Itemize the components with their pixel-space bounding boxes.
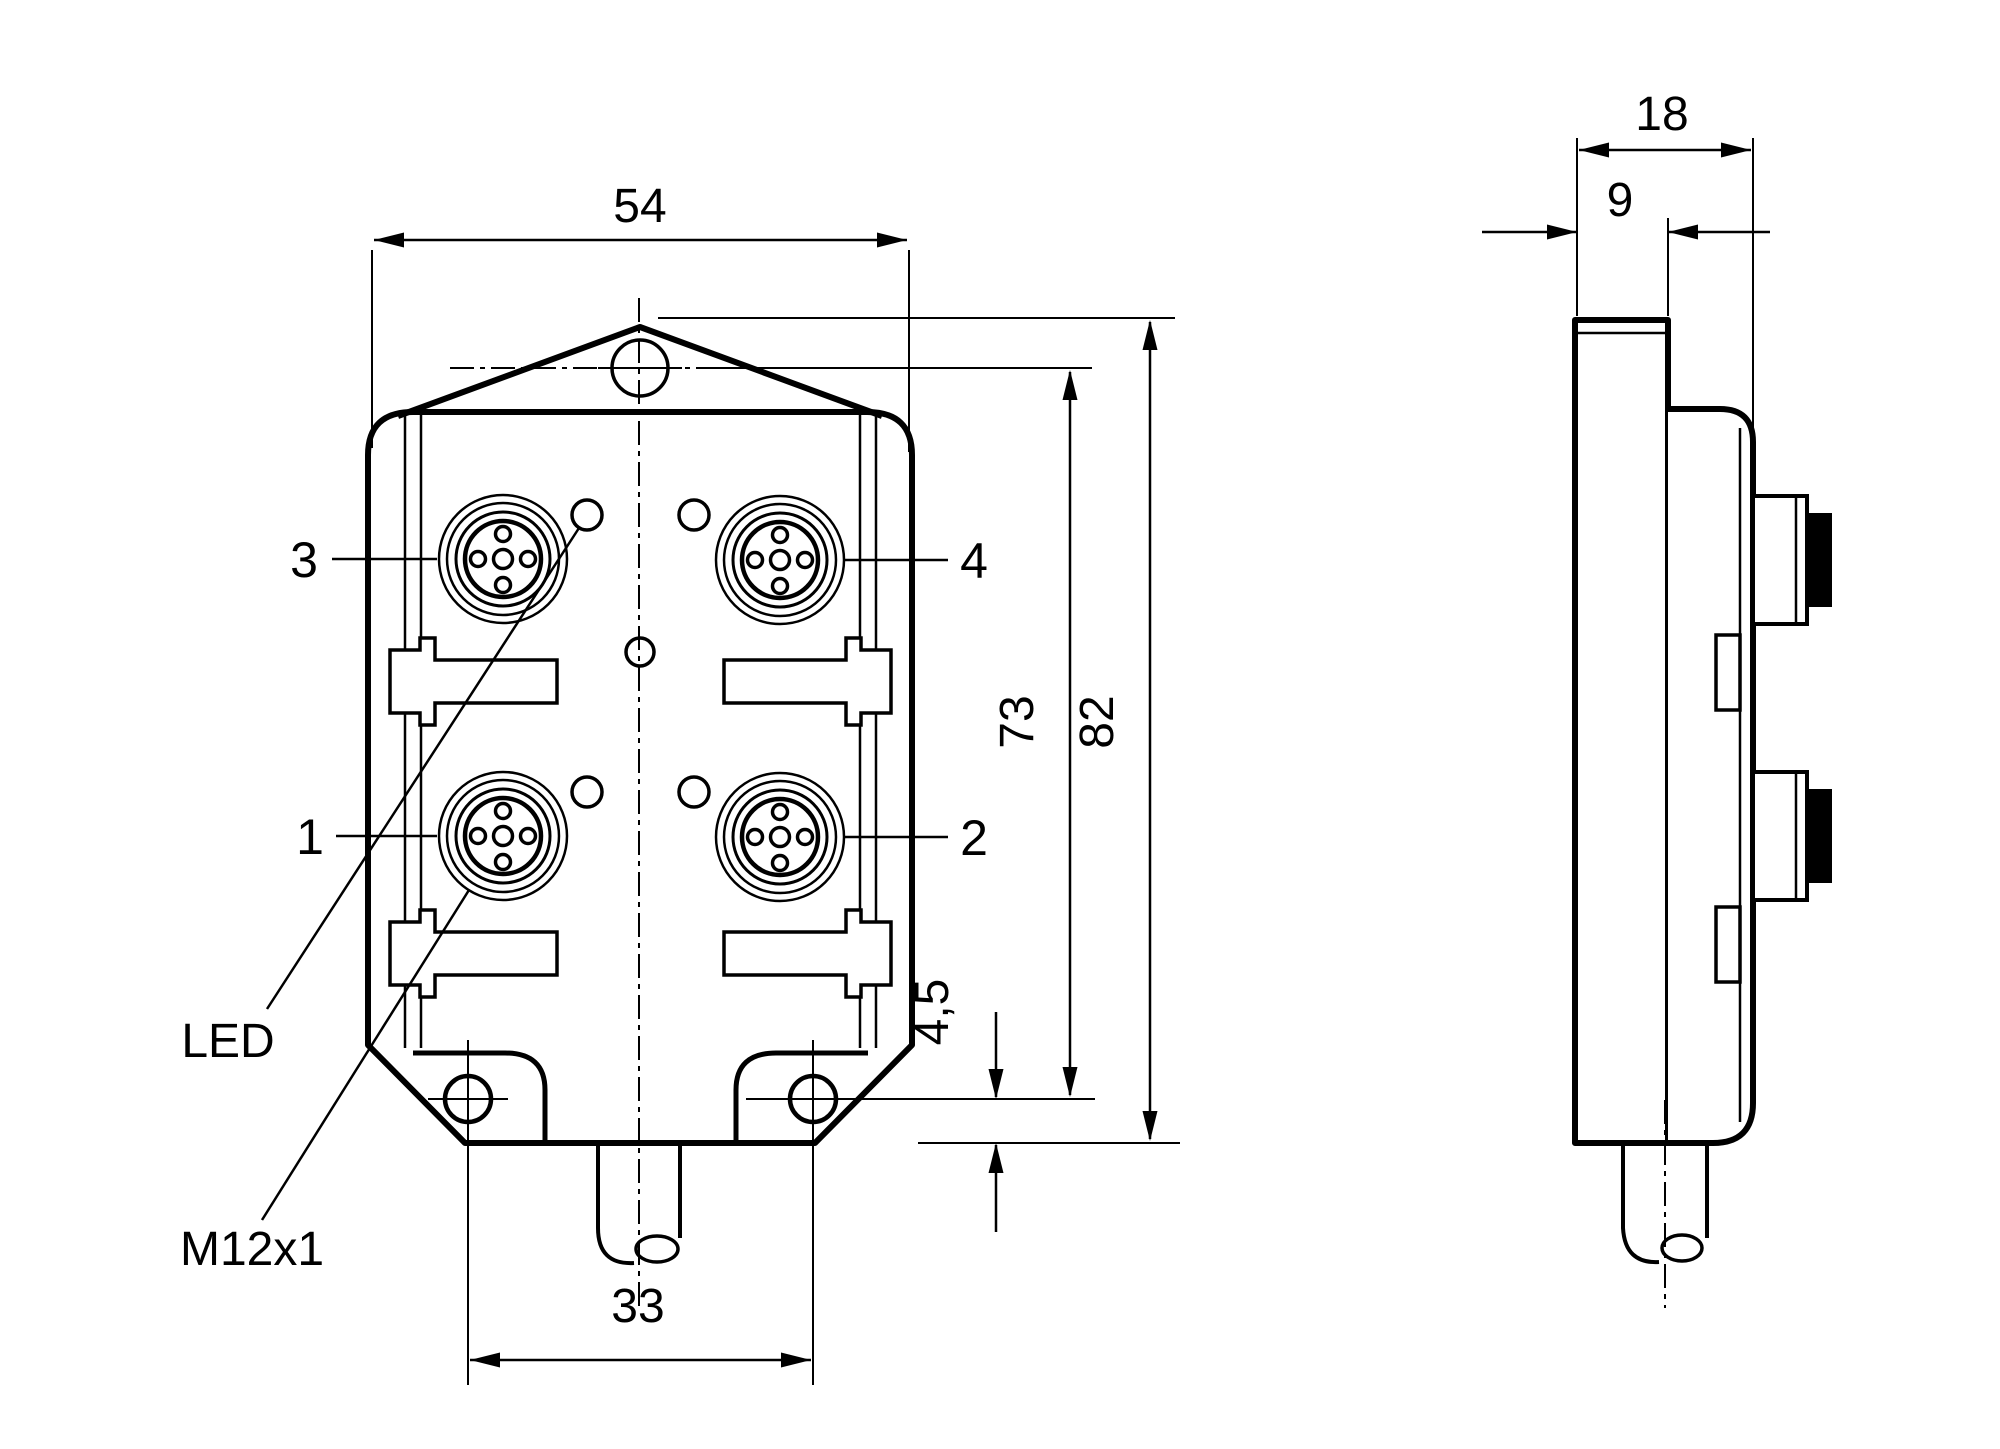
top-mounting-tab [396, 324, 884, 419]
dimension-height-82: 82 [1071, 320, 1158, 1141]
port-label-1: 1 [296, 809, 324, 865]
connector-port-3 [439, 495, 567, 623]
port-label-3: 3 [290, 532, 318, 588]
cable-front [596, 1146, 682, 1266]
cable-side [1621, 1146, 1709, 1265]
reference-lines-right [658, 317, 1180, 1144]
dim-18-value: 18 [1635, 88, 1688, 141]
dim-73-value: 73 [991, 695, 1044, 748]
dimension-screw-spacing-33: 33 [467, 1040, 814, 1385]
led-indicators [570, 498, 711, 809]
dim-54-value: 54 [613, 180, 666, 233]
dimension-offset-4-5: 4,5 [906, 979, 1004, 1232]
port-label-2: 2 [960, 810, 988, 866]
dimension-height-73: 73 [991, 370, 1078, 1097]
dimension-width-54: 54 [371, 180, 910, 452]
side-connector-lower [1751, 770, 1833, 902]
side-slot-tabs [1714, 633, 1742, 984]
thread-callout: M12x1 [180, 889, 471, 1276]
dim-4-5-value: 4,5 [906, 979, 959, 1046]
dim-33-value: 33 [611, 1280, 664, 1333]
led-label: LED [181, 1015, 274, 1068]
mounting-feet [413, 1050, 868, 1141]
connector-port-1 [439, 772, 567, 900]
led-callout: LED [181, 527, 581, 1068]
side-connector-upper [1751, 494, 1833, 626]
led-port-3 [570, 498, 604, 532]
dim-9-value: 9 [1607, 174, 1634, 227]
led-port-2 [677, 775, 711, 809]
front-view: 54 73 82 4,5 [180, 180, 1180, 1385]
dimension-depth-9: 9 [1482, 174, 1770, 316]
side-slots [388, 636, 893, 999]
led-port-1 [570, 775, 604, 809]
dim-82-value: 82 [1071, 695, 1124, 748]
slot-left-lower [388, 908, 559, 999]
centerlines-front [450, 298, 690, 1312]
slot-right-upper [722, 636, 893, 727]
slot-left-upper [388, 636, 559, 727]
dimension-depth-18: 18 [1576, 88, 1754, 430]
connector-port-2 [716, 773, 844, 901]
port-label-4: 4 [960, 533, 988, 589]
thread-label: M12x1 [180, 1223, 324, 1276]
connector-port-4 [716, 496, 844, 624]
side-mounting-plate [1572, 317, 1671, 1146]
port-labels: 3 4 1 2 [290, 532, 988, 866]
side-view: 18 9 [1482, 88, 1833, 1308]
slot-right-lower [722, 908, 893, 999]
led-port-4 [677, 498, 711, 532]
